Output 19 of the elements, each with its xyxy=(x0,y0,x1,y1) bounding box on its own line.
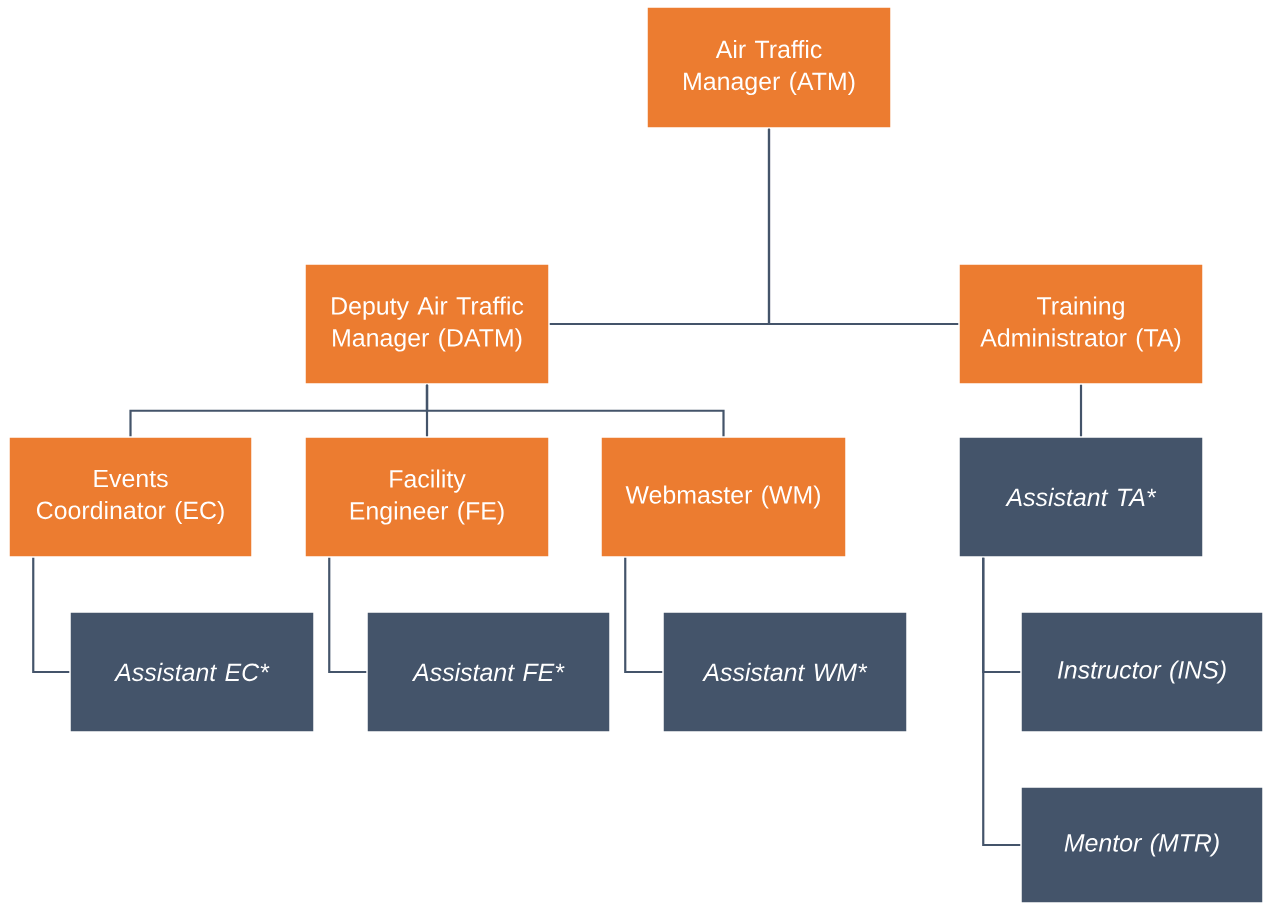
role-box: Training Administrator (TA) xyxy=(958,263,1204,385)
connector-line xyxy=(425,384,725,437)
connector-line xyxy=(624,557,663,674)
assistant-box: Assistant FE* xyxy=(366,611,611,733)
connector-line xyxy=(328,557,367,674)
role-box: Air Traffic Manager (ATM) xyxy=(646,6,892,129)
assistant-box: Assistant WM* xyxy=(662,611,908,733)
assistant-box: Assistant TA* xyxy=(958,436,1204,558)
connector-line xyxy=(32,557,70,674)
assistant-box: Instructor (INS) xyxy=(1020,611,1263,733)
connector-line xyxy=(1079,384,1083,437)
connector-line xyxy=(982,557,1021,847)
role-box: Facility Engineer (FE) xyxy=(304,436,550,558)
role-box: Deputy Air Traffic Manager (DATM) xyxy=(304,263,550,385)
assistant-box: Assistant EC* xyxy=(69,611,315,733)
role-box: Events Coordinator (EC) xyxy=(8,436,253,558)
assistant-box: Mentor (MTR) xyxy=(1020,786,1263,903)
role-box: Webmaster (WM) xyxy=(600,436,847,558)
connector-line xyxy=(767,128,959,326)
